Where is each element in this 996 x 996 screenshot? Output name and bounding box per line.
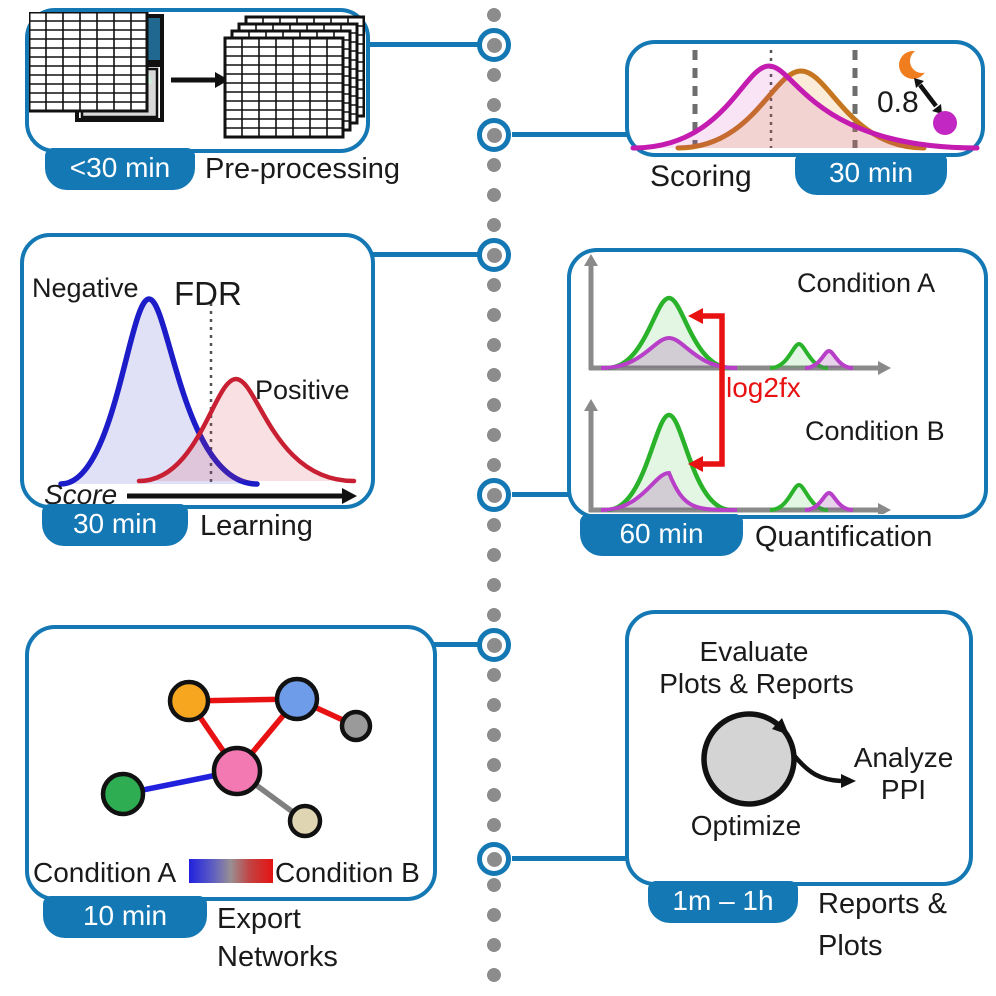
timeline-node-6	[477, 842, 511, 876]
timeline-node-dot	[486, 637, 502, 653]
analyze-arrow-icon	[791, 752, 856, 788]
cycle-arrowhead-icon	[772, 718, 789, 735]
optimize-label: Optimize	[690, 810, 802, 841]
connector-line-quantification	[512, 492, 570, 497]
crescent-icon	[899, 49, 934, 79]
timeline-node-dot	[486, 247, 502, 263]
learning-graphic	[58, 296, 357, 504]
node-green	[100, 771, 146, 817]
positive-distribution-curve	[136, 376, 357, 484]
quantification-label: Quantification	[755, 521, 933, 553]
timeline-node-5	[477, 628, 511, 662]
arrow-right-icon	[171, 72, 229, 88]
cycle-circle-icon	[701, 711, 797, 807]
timeline-node-dot	[486, 851, 502, 867]
positive-label: Positive	[255, 375, 350, 405]
score-axis-arrow	[127, 488, 357, 504]
plot-b-xaxis-arrow	[878, 503, 891, 514]
learning-time-badge: 30 min	[42, 504, 188, 546]
node-orange	[167, 679, 211, 723]
panel-reports: Evaluate Plots & Reports Analyze PPI Opt…	[625, 610, 973, 886]
scoring-time-badge: 30 min	[795, 153, 947, 195]
connector-line-learning	[371, 252, 482, 257]
optimize-cycle-graphic	[701, 711, 856, 807]
gradient-legend-bar	[189, 859, 273, 883]
node-gray	[339, 709, 373, 743]
log2fx-label: log2fx	[726, 372, 801, 403]
panel-preprocessing	[25, 8, 370, 153]
node-pink	[211, 745, 263, 797]
learning-label: Learning	[200, 510, 313, 542]
timeline-node-2	[477, 118, 511, 152]
reports-label-line1: Reports &	[818, 888, 947, 920]
plot-a-xaxis-arrow	[878, 361, 891, 375]
node-blue	[274, 676, 320, 722]
evaluate-label-line2: Plots & Reports	[659, 668, 854, 699]
condition-b-label: Condition B	[805, 416, 945, 446]
connector-line-export	[434, 642, 482, 647]
network-graph	[100, 676, 373, 839]
timeline-node-dot	[486, 487, 502, 503]
negative-distribution-curve	[58, 296, 260, 487]
reports-label-line2: Plots	[818, 930, 883, 962]
connector-line-preprocessing	[366, 42, 482, 47]
plot-b-yaxis-arrow	[584, 399, 598, 411]
fdr-label: FDR	[174, 275, 242, 312]
connector-line-scoring	[512, 132, 628, 137]
plot-a-yaxis-arrow	[584, 254, 598, 266]
spreadsheet-stack-icon	[29, 12, 365, 139]
timeline-node-3	[477, 238, 511, 272]
preprocessing-label: Pre-processing	[205, 153, 401, 185]
plot-a-small-magenta-peak	[804, 348, 854, 370]
query-dot-icon	[933, 111, 957, 135]
similarity-value: 0.8	[877, 86, 919, 119]
panel-learning: Negative FDR Positive Score	[20, 233, 375, 510]
panel-scoring: 0.8	[625, 40, 985, 157]
analyze-label-line1: Analyze	[853, 742, 954, 773]
similarity-arrow-icon	[914, 78, 942, 114]
panel-export-networks: Condition A Condition B	[25, 625, 437, 901]
timeline-node-1	[477, 28, 511, 62]
plot-b-small-magenta-peak	[804, 490, 854, 512]
panel-quantification: Condition A Condition B log2fx	[567, 248, 988, 519]
quantification-time-badge: 60 min	[580, 514, 743, 556]
network-nodes	[100, 676, 373, 839]
quantification-graphic	[584, 254, 891, 514]
connector-line-reports	[512, 856, 628, 861]
negative-label: Negative	[32, 273, 139, 303]
plot-a-magenta-peak	[600, 335, 738, 370]
node-tan	[287, 803, 323, 839]
analyze-label-line2: PPI	[880, 774, 927, 805]
export-label-line1: Export	[217, 903, 301, 935]
condition-a-label: Condition A	[797, 268, 936, 298]
export-label-line2: Networks	[217, 941, 338, 973]
plot-b-magenta-peak	[600, 470, 738, 512]
scoring-graphic	[630, 49, 980, 151]
legend-condition-a: Condition A	[33, 857, 177, 888]
preprocessing-graphic	[29, 12, 365, 139]
log2fx-bracket-icon	[688, 308, 725, 472]
reports-time-badge: 1m – 1h	[648, 881, 798, 923]
timeline-node-dot	[486, 127, 502, 143]
export-time-badge: 10 min	[43, 896, 207, 938]
scoring-label: Scoring	[650, 160, 752, 193]
preprocessing-time-badge: <30 min	[45, 148, 195, 190]
legend-condition-b: Condition B	[275, 857, 420, 888]
scoring-magenta-curve	[630, 63, 980, 151]
evaluate-label-line1: Evaluate	[699, 636, 809, 667]
timeline-node-dot	[486, 37, 502, 53]
timeline-node-4	[477, 478, 511, 512]
plot-b-green-peak	[606, 412, 732, 513]
plot-a-green-peak	[606, 295, 732, 371]
